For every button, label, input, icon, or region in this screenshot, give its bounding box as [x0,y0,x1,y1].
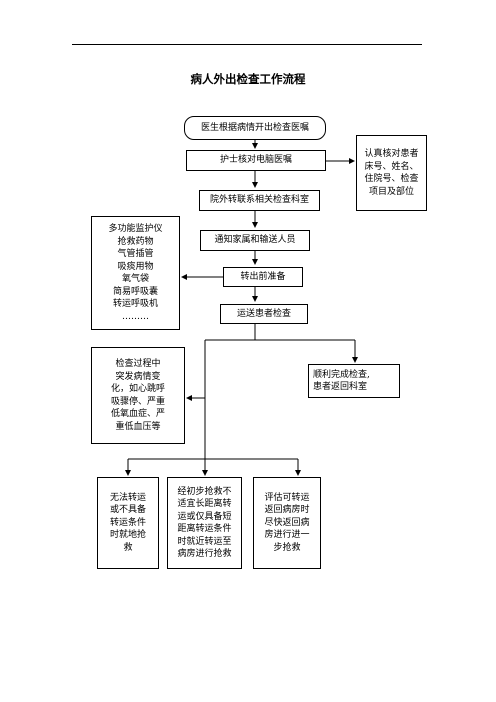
step-doctor-order: 医生根据病情开出检查医嘱 [184,116,326,140]
step-prepare-transfer: 转出前准备 [223,267,303,287]
page-title: 病人外出检查工作流程 [190,72,306,86]
note-verify-patient-info: 认真核对患者 床号、姓名、 住院号、检查 项目及部位 [356,135,427,211]
step-notify-family: 通知家属和输送人员 [200,230,310,251]
outcome-return-ward: 评估可转运 返回病房时 尽快返回病 房进行进一 步抢救 [253,477,321,569]
note-condition-change: 检查过程中 突发病情变 化，如心跳呼 吸骤停、严重 低氧血症、严 重低血压等 [91,347,185,444]
note-exam-completed: 顺利完成检查, 患者返回科室 [308,364,400,398]
note-transfer-equipment: 多功能监护仪 抢救药物 气管插管 吸痰用物 氧气袋 简易呼吸囊 转运呼吸机 ……… [91,216,180,330]
outcome-rescue-in-place: 无法转运 或不具备 转运条件 时就地抢 救 [97,477,159,569]
step-transport-patient: 运送患者检查 [220,304,308,324]
step-contact-department: 院外转联系相关检查科室 [199,190,320,211]
outcome-nearby-ward-rescue: 经初步抢救不 适宜长距离转 运或仅具备短 距离转运条件 时就近转运至 病房进行抢… [167,477,242,569]
header-rule [72,44,422,45]
step-nurse-verify: 护士核对电脑医嘱 [186,150,326,171]
